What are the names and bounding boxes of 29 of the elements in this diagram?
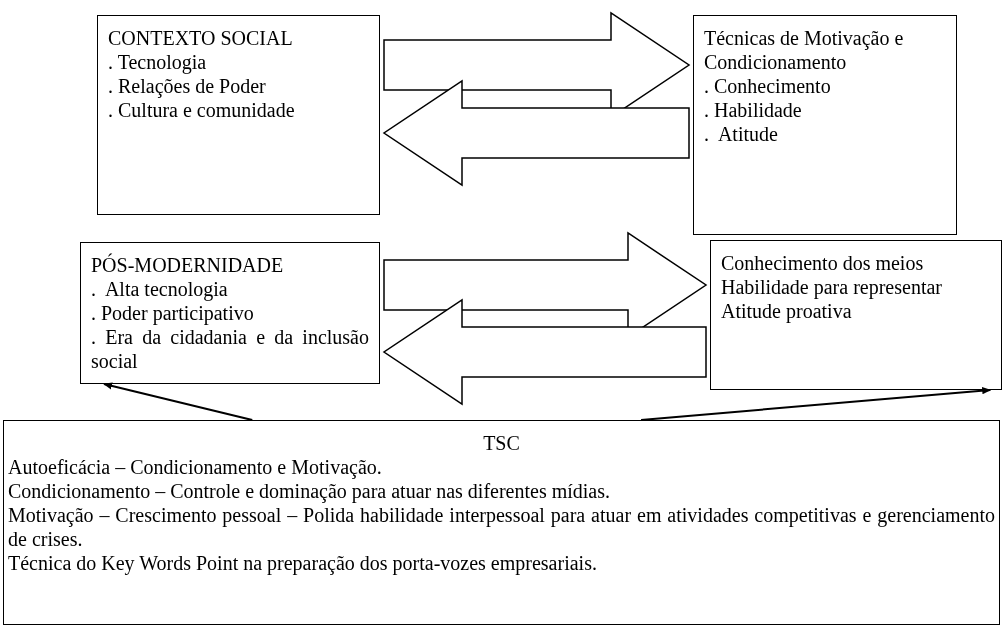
- list-item: Autoeficácia – Condicionamento e Motivação.: [8, 455, 383, 479]
- text-box: [710, 240, 1002, 390]
- list-item: Técnica do Key Words Point na preparação dos porta-vozes empresariais.: [8, 551, 598, 575]
- arrow: [640, 387, 992, 421]
- list-item: . Habilidade: [704, 98, 803, 122]
- list-item: Conhecimento dos meios: [721, 251, 925, 275]
- block-arrow: [382, 79, 690, 187]
- list-item: . Atitude: [704, 122, 779, 146]
- arrow: [103, 382, 254, 421]
- box-heading: Técnicas de Motivação e Condicionamento: [704, 26, 905, 74]
- text-panel: [3, 420, 1000, 625]
- list-item: . Conhecimento: [704, 74, 832, 98]
- list-item: Condicionamento – Controle e dominação para atuar nas diferentes mídias.: [8, 479, 612, 503]
- box-heading: CONTEXTO SOCIAL: [108, 26, 294, 50]
- text-box: [693, 15, 957, 235]
- list-item: . Alta tecnologia: [91, 277, 229, 301]
- box-heading: PÓS-MODERNIDADE: [91, 253, 285, 277]
- panel-heading: TSC: [482, 431, 521, 455]
- list-item: . Cultura e comunidade: [108, 98, 296, 122]
- list-item: . Relações de Poder: [108, 74, 267, 98]
- list-item: Motivação – Crescimento pessoal – Polida habilidade interpessoal para atuar em atividades competitivas e gerenciamento de crises.: [8, 503, 995, 551]
- text-box: [97, 15, 380, 215]
- list-item: . Tecnologia: [108, 50, 208, 74]
- list-item: Atitude proativa: [721, 299, 853, 323]
- list-item: Habilidade para representar: [721, 275, 943, 299]
- list-item: . Era da cidadania e da inclusão social: [91, 325, 369, 373]
- block-arrow: [382, 298, 707, 406]
- list-item: . Poder participativo: [91, 301, 255, 325]
- text-box: [80, 242, 380, 384]
